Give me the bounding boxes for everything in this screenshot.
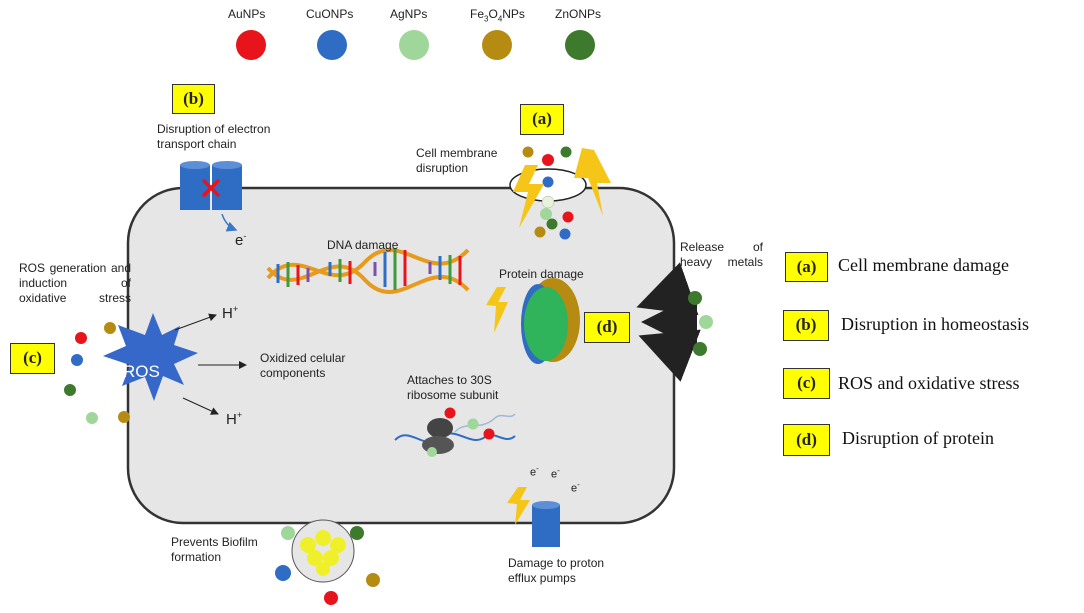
ros-label: ROS [123,362,160,381]
np-label-ag: AgNPs [390,7,428,21]
dna-helix [266,248,470,294]
au-np-dot [236,30,266,60]
protein-shape [486,278,580,364]
np-label-fe3o4: Fe3O4NPs [470,7,525,24]
lightning-icon [486,287,508,333]
fe3o4-np-dot [482,30,512,60]
electron-efflux-2: e- [551,466,560,481]
label-efflux: Damage to proton efflux pumps [508,556,605,585]
electron-channel: e- [235,231,247,249]
cuo-np-dot [317,30,347,60]
zno-np-dot [565,30,595,60]
tag-b: (b) [172,84,215,114]
tag-a: (a) [520,104,564,135]
lightning-icon [507,487,530,525]
heavy-metal-arrows [636,262,713,382]
legend-text-c: ROS and oxidative stress [838,373,1020,393]
h-plus-top: H+ [222,304,239,322]
efflux-pump [507,487,560,547]
label-biofilm: Prevents Biofilm formation [171,535,258,564]
cell-body [126,186,676,525]
ribosome [394,407,516,457]
label-ros-generation: ROS generation and induction of oxidativ… [19,261,131,305]
electron-transport-channel [180,161,242,232]
ros-burst [64,313,247,424]
biofilm [275,519,380,605]
legend-text-b: Disruption in homeostasis [841,314,1029,334]
label-electron-chain: Disruption of electron transport chain [157,122,271,151]
np-legend-dots [236,30,595,60]
ros-star-icon [103,313,198,401]
tag-c: (c) [10,343,55,374]
ag-np-dot [399,30,429,60]
legend-tag-d: (d) [783,424,830,456]
np-label-au: AuNPs [228,7,266,21]
label-oxidized: Oxidized celular components [260,351,346,380]
electron-efflux-3: e- [571,480,580,495]
label-heavy-metals: Release of heavy metals [680,240,763,269]
np-label-cuo: CuONPs [306,7,354,21]
h-plus-bottom: H+ [226,410,243,428]
legend-tag-c: (c) [783,368,830,399]
label-protein: Protein damage [499,267,584,281]
label-ribosome: Attaches to 30S ribosome subunit [407,373,499,402]
tag-d: (d) [584,312,630,343]
np-label-zno: ZnONPs [555,7,602,21]
label-dna: DNA damage [327,238,399,252]
legend-text-d: Disruption of protein [842,428,994,448]
lightning-icon [574,148,611,216]
legend-text-a: Cell membrane damage [838,255,1009,275]
membrane-disruption [509,146,611,240]
lightning-icon [513,165,544,228]
legend-tag-b: (b) [783,310,829,341]
electron-efflux-1: e- [530,464,539,479]
legend-tag-a: (a) [785,252,828,282]
label-membrane: Cell membrane disruption [416,146,498,175]
